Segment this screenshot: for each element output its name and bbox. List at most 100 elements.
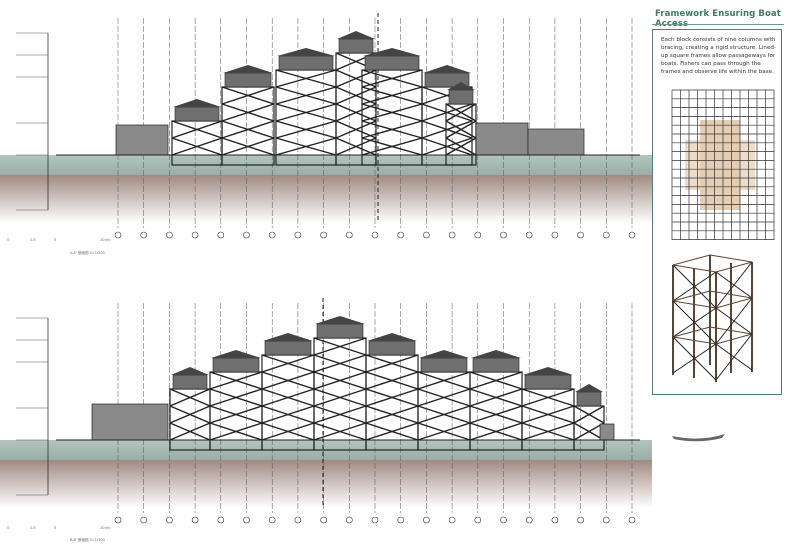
house <box>172 374 208 390</box>
house <box>212 357 260 373</box>
scale-label: 10(m) <box>100 526 111 530</box>
grid-bubble <box>140 516 147 524</box>
brace <box>169 405 211 424</box>
boat <box>672 434 725 442</box>
grid-bubble <box>448 516 456 524</box>
frame-block <box>209 371 263 451</box>
house <box>472 357 520 373</box>
house <box>368 340 416 356</box>
scale-label: 2.5 <box>30 526 36 530</box>
brace <box>469 388 523 407</box>
scale-label: 0 <box>7 526 10 530</box>
grid-bubble <box>423 516 430 524</box>
grid-bubble <box>243 516 250 524</box>
tower-brace <box>672 271 717 302</box>
scale-label: 10(m) <box>100 238 111 242</box>
brace <box>335 120 377 139</box>
grid-bubble <box>500 516 507 524</box>
grid-bubble <box>551 231 559 239</box>
roof <box>315 316 365 324</box>
panel-divider <box>652 24 784 25</box>
brace <box>521 405 575 424</box>
brace <box>421 103 473 122</box>
house <box>338 38 374 54</box>
grid-bubble <box>294 231 302 239</box>
grid-bubble <box>166 516 173 524</box>
brace <box>361 86 423 105</box>
brace <box>365 405 419 424</box>
brace <box>261 354 315 373</box>
brace <box>365 371 419 390</box>
brace <box>169 422 211 441</box>
brace <box>417 422 471 441</box>
shed <box>599 423 615 441</box>
seabed-band <box>0 175 652 223</box>
brace <box>335 86 377 105</box>
grid-bubble <box>217 231 225 239</box>
brace <box>275 103 337 122</box>
roof <box>223 65 273 73</box>
brace <box>335 103 377 122</box>
house <box>278 55 334 71</box>
grid-bubble <box>191 231 199 239</box>
grid-bubble <box>628 516 636 524</box>
shed <box>527 128 585 156</box>
grid-bubble <box>294 516 302 524</box>
framework-panel: Each block consists of nine columns with… <box>652 29 782 395</box>
grid-bubble <box>268 231 276 239</box>
roof <box>419 350 469 358</box>
house <box>264 340 312 356</box>
tower-brace <box>672 343 717 374</box>
brace <box>313 354 367 373</box>
roof <box>363 48 421 56</box>
brace <box>417 371 471 390</box>
frame-block <box>417 371 471 451</box>
brace <box>521 388 575 407</box>
roof <box>173 99 221 107</box>
brace <box>209 422 263 441</box>
house <box>364 55 420 71</box>
house <box>174 106 220 122</box>
brace <box>169 388 211 407</box>
highlight-zone <box>685 140 755 190</box>
brace <box>261 371 315 390</box>
brace <box>365 354 419 373</box>
brace <box>365 422 419 441</box>
roof <box>211 350 261 358</box>
brace <box>221 137 275 156</box>
brace <box>209 371 263 390</box>
roof <box>575 384 603 392</box>
grid-bubble <box>243 231 250 239</box>
brace <box>313 388 367 407</box>
column-grid-plan <box>671 89 775 240</box>
grid-bubble <box>320 231 327 239</box>
section-b-b <box>0 298 725 524</box>
seabed-band <box>0 460 652 508</box>
tower-brace <box>672 307 717 338</box>
brace <box>417 405 471 424</box>
brace <box>221 103 275 122</box>
brace <box>221 86 275 105</box>
shed <box>475 122 529 156</box>
brace <box>275 86 337 105</box>
house <box>576 391 602 407</box>
grid-bubble <box>217 516 225 524</box>
house <box>448 89 474 105</box>
grid-bubble <box>448 231 456 239</box>
brace <box>313 422 367 441</box>
roof <box>263 333 313 341</box>
grid-bubble <box>602 231 610 239</box>
brace <box>275 120 337 139</box>
grid-bubble <box>191 516 199 524</box>
grid-bubble <box>577 516 584 524</box>
scale-label: 0 <box>7 238 10 242</box>
brace <box>261 422 315 441</box>
grid-bubble <box>345 516 353 524</box>
grid-bubble <box>371 231 379 239</box>
grid-bubble <box>268 516 276 524</box>
scale-label: 5 <box>54 526 57 530</box>
roof <box>471 350 521 358</box>
brace <box>221 120 275 139</box>
roof <box>447 82 475 90</box>
